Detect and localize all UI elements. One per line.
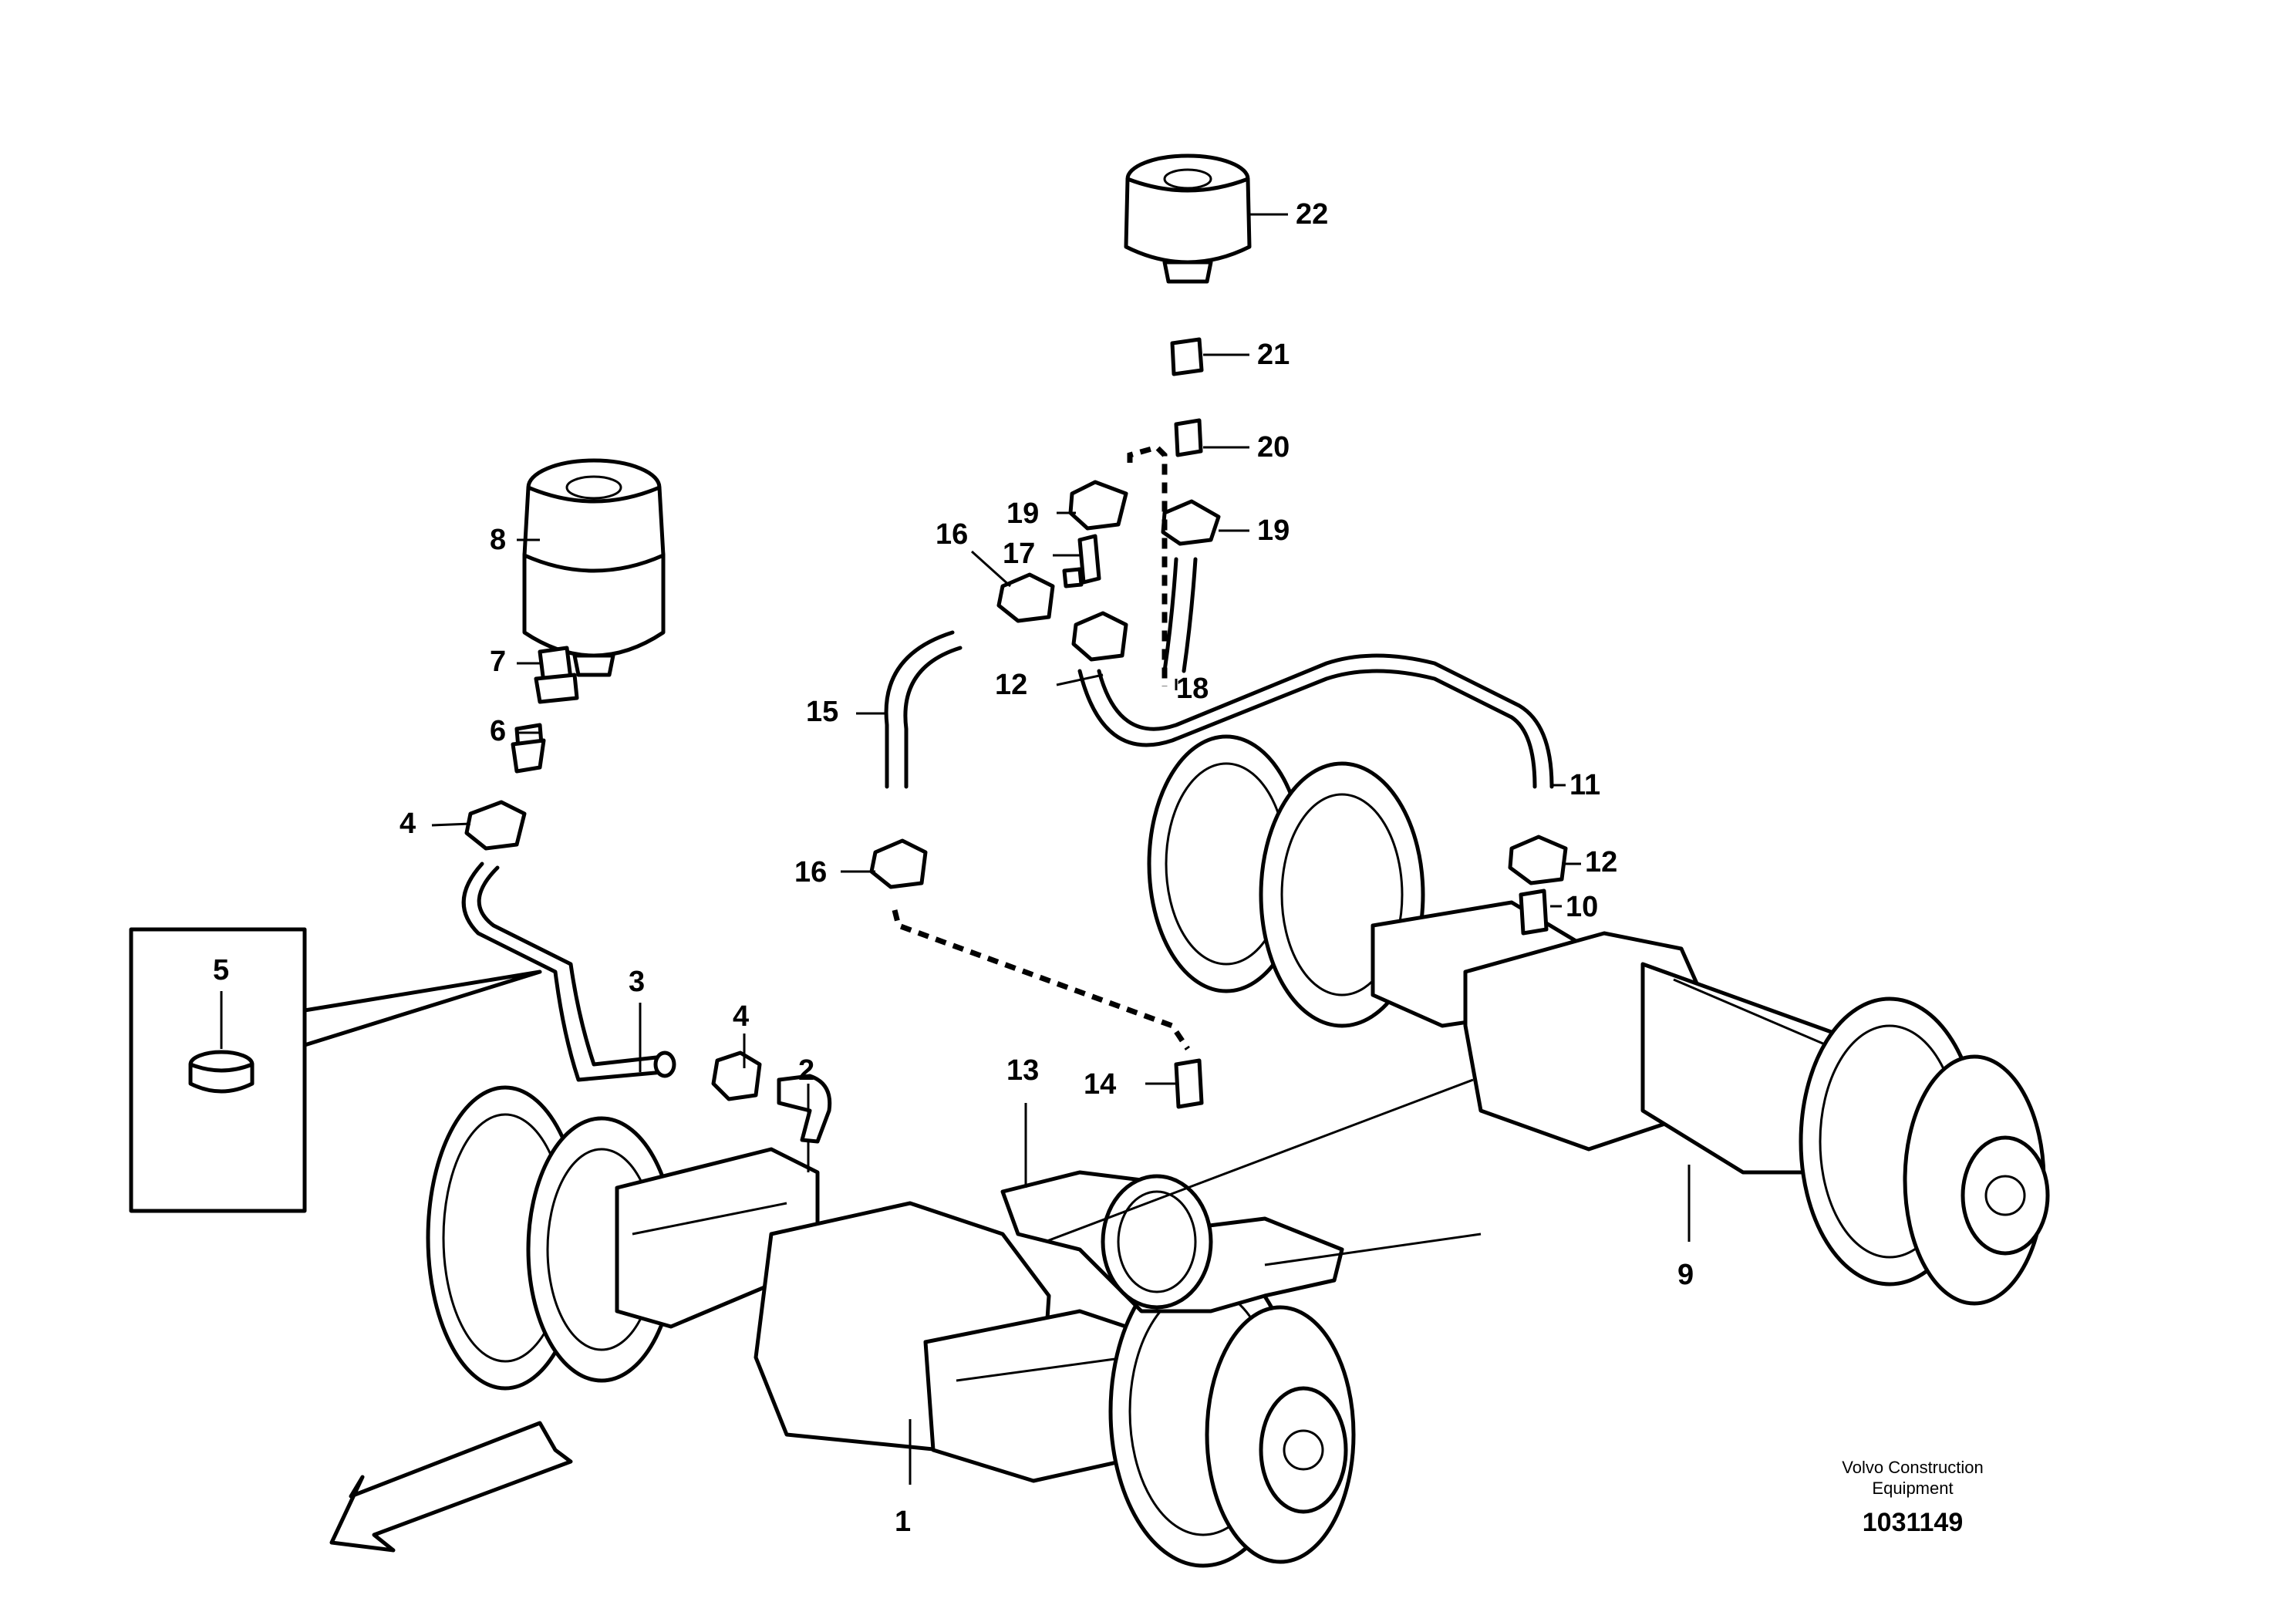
part-labels: 1 2 3 4 4 5 6 7 8 9 10 11 12 12 13 14 15…: [213, 198, 1694, 1538]
label-part-13: 13: [1006, 1054, 1039, 1087]
label-part-10: 10: [1566, 891, 1598, 923]
label-part-12a: 12: [995, 669, 1027, 701]
front-axle: [426, 1085, 1356, 1568]
leader-lines: [220, 213, 1691, 1485]
bracket: [1000, 1170, 1344, 1313]
label-part-5: 5: [213, 954, 229, 986]
drawing-number: 1031149: [1863, 1508, 1964, 1537]
direction-arrow-icon: [329, 1421, 573, 1553]
label-part-1: 1: [895, 1506, 911, 1538]
company-name-line1: Volvo Construction: [1842, 1458, 1983, 1477]
drawing-footer: Volvo Construction Equipment 1031149: [1842, 1458, 1983, 1537]
label-part-19b: 19: [1257, 514, 1290, 547]
rear-breather-assembly: [869, 153, 1568, 1109]
label-part-2: 2: [798, 1054, 814, 1087]
label-part-9: 9: [1677, 1259, 1694, 1291]
label-part-6: 6: [490, 715, 506, 747]
label-part-17: 17: [1003, 538, 1035, 570]
label-part-4a: 4: [400, 808, 416, 840]
label-part-15: 15: [806, 696, 838, 728]
rear-axle: [1147, 734, 2050, 1306]
label-part-18: 18: [1176, 673, 1209, 705]
label-part-22: 22: [1296, 198, 1328, 231]
label-part-20: 20: [1257, 431, 1290, 464]
label-part-12b: 12: [1585, 846, 1617, 878]
label-part-19a: 19: [1006, 497, 1039, 530]
label-part-8: 8: [490, 524, 506, 556]
label-part-3: 3: [629, 966, 645, 998]
inset-detail: [129, 927, 542, 1213]
label-part-21: 21: [1257, 339, 1290, 371]
label-part-16b: 16: [794, 856, 827, 889]
label-part-16a: 16: [936, 518, 968, 551]
company-name-line2: Equipment: [1872, 1479, 1953, 1498]
label-part-11: 11: [1569, 769, 1600, 801]
front-breather-assembly: [461, 458, 832, 1172]
label-part-7: 7: [490, 646, 506, 678]
label-part-4b: 4: [733, 1000, 749, 1033]
label-part-14: 14: [1084, 1068, 1116, 1101]
